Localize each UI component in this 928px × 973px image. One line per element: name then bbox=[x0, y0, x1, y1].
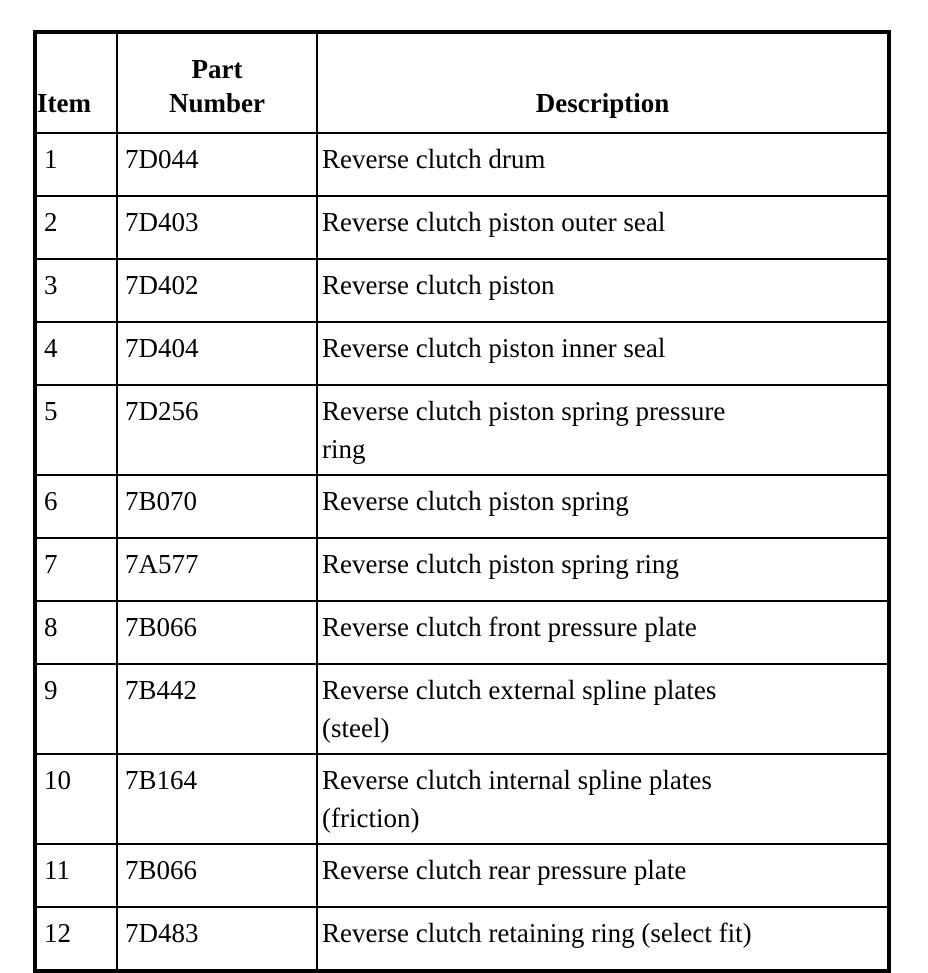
part-number-cell: 7D483 bbox=[116, 906, 318, 972]
description-cell: Reverse clutch piston inner seal bbox=[316, 321, 890, 386]
description-cell: Reverse clutch retaining ring (select fi… bbox=[316, 906, 890, 972]
description-cell: Reverse clutch piston spring ring bbox=[316, 537, 890, 602]
part-number-cell: 7B164 bbox=[116, 753, 318, 845]
part-number-cell: 7D402 bbox=[116, 258, 318, 323]
part-number-cell: 7B066 bbox=[116, 843, 318, 908]
header-row: Item Part Number Description bbox=[34, 31, 890, 134]
description-cell: Reverse clutch front pressure plate bbox=[316, 600, 890, 665]
item-number-cell: 5 bbox=[34, 384, 118, 476]
part-number-cell: 7D403 bbox=[116, 195, 318, 260]
item-number-cell: 3 bbox=[34, 258, 118, 323]
column-header-description: Description bbox=[316, 31, 890, 134]
column-header-part-number: Part Number bbox=[116, 31, 318, 134]
part-number-cell: 7B070 bbox=[116, 474, 318, 539]
item-number-cell: 2 bbox=[34, 195, 118, 260]
description-cell: Reverse clutch piston spring pressure ri… bbox=[316, 384, 890, 476]
column-header-item: Item bbox=[34, 31, 118, 134]
item-number-cell: 6 bbox=[34, 474, 118, 539]
description-cell: Reverse clutch piston bbox=[316, 258, 890, 323]
description-cell: Reverse clutch rear pressure plate bbox=[316, 843, 890, 908]
part-number-cell: 7D044 bbox=[116, 132, 318, 197]
item-number-cell: 12 bbox=[34, 906, 118, 972]
description-cell: Reverse clutch piston spring bbox=[316, 474, 890, 539]
part-number-cell: 7B066 bbox=[116, 600, 318, 665]
item-number-cell: 1 bbox=[34, 132, 118, 197]
item-number-cell: 7 bbox=[34, 537, 118, 602]
description-cell: Reverse clutch drum bbox=[316, 132, 890, 197]
part-number-cell: 7D404 bbox=[116, 321, 318, 386]
item-number-cell: 8 bbox=[34, 600, 118, 665]
item-number-cell: 11 bbox=[34, 843, 118, 908]
part-number-cell: 7D256 bbox=[116, 384, 318, 476]
part-number-cell: 7B442 bbox=[116, 663, 318, 755]
column-header-part-number-label: Part Number bbox=[169, 54, 265, 118]
item-number-cell: 10 bbox=[34, 753, 118, 845]
part-number-cell: 7A577 bbox=[116, 537, 318, 602]
description-cell: Reverse clutch internal spline plates (f… bbox=[316, 753, 890, 845]
item-number-cell: 9 bbox=[34, 663, 118, 755]
description-cell: Reverse clutch piston outer seal bbox=[316, 195, 890, 260]
description-cell: Reverse clutch external spline plates (s… bbox=[316, 663, 890, 755]
item-number-cell: 4 bbox=[34, 321, 118, 386]
